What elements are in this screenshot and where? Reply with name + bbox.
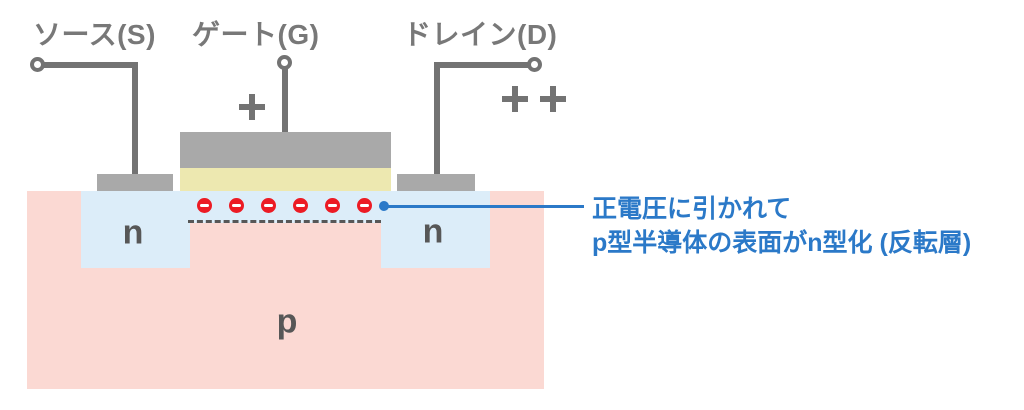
source-contact bbox=[97, 174, 173, 191]
n-left-label: n bbox=[122, 213, 144, 252]
source-wire-horizontal bbox=[44, 62, 138, 68]
electron-icon bbox=[229, 198, 244, 213]
drain-wire-vertical bbox=[434, 62, 440, 175]
n-right-label: n bbox=[422, 212, 444, 251]
electron-icon bbox=[325, 198, 340, 213]
electron-icon bbox=[261, 198, 276, 213]
annotation-text: 正電圧に引かれて p型半導体の表面がn型化 (反転層) bbox=[592, 192, 971, 260]
electron-icon bbox=[197, 198, 212, 213]
leader-line bbox=[384, 205, 584, 208]
drain-plus-icon-2 bbox=[540, 86, 566, 112]
source-wire-vertical bbox=[132, 62, 138, 175]
source-label: ソース(S) bbox=[33, 19, 156, 50]
electron-icon bbox=[357, 198, 372, 213]
gate-plus-icon bbox=[239, 94, 265, 120]
drain-label: ドレイン(D) bbox=[403, 19, 558, 50]
drain-terminal-icon bbox=[527, 57, 542, 72]
n-well-left-region bbox=[81, 191, 190, 268]
annotation-line2: p型半導体の表面がn型化 (反転層) bbox=[592, 229, 972, 257]
p-label: p bbox=[276, 302, 298, 341]
electron-row bbox=[197, 198, 372, 214]
n-well-right-region bbox=[381, 191, 490, 268]
gate-label: ゲート(G) bbox=[192, 19, 320, 50]
drain-plus-icon-1 bbox=[502, 86, 528, 112]
source-terminal-icon bbox=[30, 57, 45, 72]
gate-wire bbox=[282, 68, 288, 133]
gate-oxide-layer bbox=[180, 168, 391, 191]
annotation-line1: 正電圧に引かれて bbox=[592, 195, 792, 223]
electron-icon bbox=[293, 198, 308, 213]
inversion-boundary-dashed-line bbox=[188, 220, 381, 223]
drain-wire-horizontal bbox=[437, 62, 529, 68]
gate-terminal-icon bbox=[277, 55, 292, 70]
drain-contact bbox=[397, 174, 475, 191]
gate-electrode bbox=[180, 132, 391, 168]
